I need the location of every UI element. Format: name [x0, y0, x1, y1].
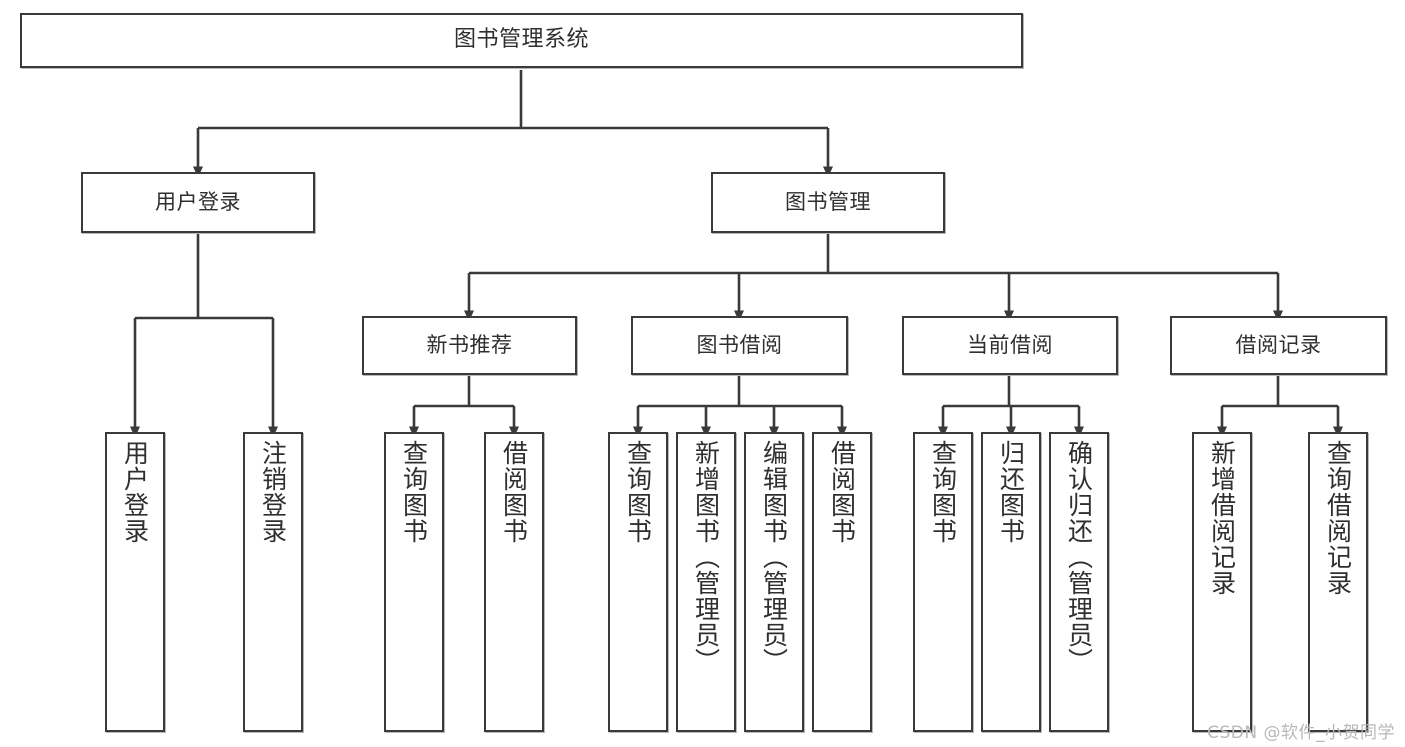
node-label: 查询图书: [399, 440, 429, 544]
node-label: 当前借阅: [967, 332, 1053, 357]
leaf-records-add-record[interactable]: 新增借阅记录: [1192, 432, 1252, 732]
leaf-recommend-query-book[interactable]: 查询图书: [384, 432, 444, 732]
node-label: 编辑图书（管理员）: [759, 440, 789, 674]
leaf-borrow-query-book[interactable]: 查询图书: [608, 432, 668, 732]
node-label: 查询借阅记录: [1323, 440, 1353, 596]
node-label: 注销登录: [258, 440, 288, 544]
node-label: 查询图书: [623, 440, 653, 544]
leaf-current-return-book[interactable]: 归还图书: [981, 432, 1041, 732]
node-book-borrow[interactable]: 图书借阅: [631, 316, 848, 375]
node-label: 新增借阅记录: [1207, 440, 1237, 596]
leaf-recommend-borrow-book[interactable]: 借阅图书: [484, 432, 544, 732]
node-user-login[interactable]: 用户登录: [81, 172, 315, 233]
node-label: 图书借阅: [696, 332, 783, 357]
node-label: 查询图书: [928, 440, 958, 544]
node-label: 借阅图书: [499, 440, 529, 544]
leaf-borrow-borrow-book[interactable]: 借阅图书: [812, 432, 872, 732]
node-new-book-recommend[interactable]: 新书推荐: [362, 316, 577, 375]
node-label: 新书推荐: [426, 332, 513, 357]
watermark: CSDN @软件_小贺同学: [1207, 723, 1395, 743]
node-label: 用户登录: [120, 440, 150, 544]
node-label: 图书管理: [785, 189, 871, 214]
node-current-borrow[interactable]: 当前借阅: [902, 316, 1118, 375]
leaf-borrow-edit-book-admin[interactable]: 编辑图书（管理员）: [744, 432, 804, 732]
leaf-user-logout[interactable]: 注销登录: [243, 432, 303, 732]
node-label: 借阅图书: [827, 440, 857, 544]
node-book-management[interactable]: 图书管理: [711, 172, 945, 233]
leaf-current-query-book[interactable]: 查询图书: [913, 432, 973, 732]
node-borrow-records[interactable]: 借阅记录: [1170, 316, 1387, 375]
node-label: 归还图书: [996, 440, 1026, 544]
leaf-borrow-add-book-admin[interactable]: 新增图书（管理员）: [676, 432, 736, 732]
node-label: 用户登录: [155, 189, 241, 214]
node-root-system[interactable]: 图书管理系统: [20, 13, 1023, 68]
node-label: 确认归还（管理员）: [1064, 440, 1094, 674]
leaf-user-login[interactable]: 用户登录: [105, 432, 165, 732]
node-label: 借阅记录: [1235, 332, 1322, 357]
node-label: 图书管理系统: [453, 27, 589, 53]
leaf-current-confirm-return-admin[interactable]: 确认归还（管理员）: [1049, 432, 1109, 732]
node-label: 新增图书（管理员）: [691, 440, 721, 674]
leaf-records-query-record[interactable]: 查询借阅记录: [1308, 432, 1368, 732]
